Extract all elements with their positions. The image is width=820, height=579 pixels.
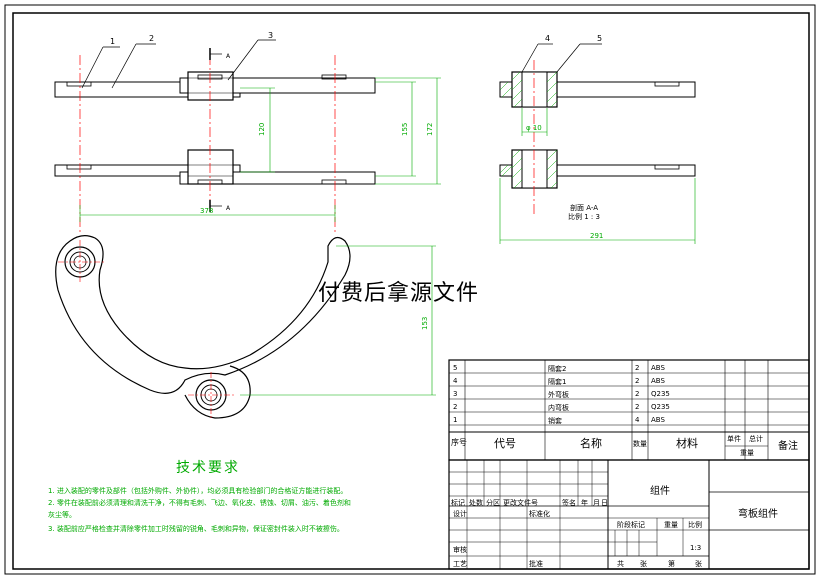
dim-phi10: φ 10 xyxy=(526,124,542,132)
front-view xyxy=(54,48,376,235)
bom-qty: 2 xyxy=(635,364,640,372)
tb-stage-mark: 阶段标记 xyxy=(617,521,645,529)
tech-line-3: 灰尘等。 xyxy=(48,511,76,519)
balloon-1: 1 xyxy=(110,37,115,46)
bom-name: 外弯板 xyxy=(548,391,569,399)
bom-no: 3 xyxy=(453,390,458,398)
bom-header-weight: 重量 xyxy=(740,449,754,457)
group-label: 组件 xyxy=(650,486,670,497)
bom-name: 内弯板 xyxy=(548,404,569,412)
section-label: 剖面 A-A xyxy=(570,203,598,212)
tech-line-1: 1. 进入装配的零件及部件（包括外购件、外协件），均必须具有检验部门的合格证方能… xyxy=(48,487,348,495)
bom-table xyxy=(448,359,810,461)
tb-design: 设计 xyxy=(453,510,467,518)
tb-review: 审核 xyxy=(453,546,467,554)
bom-material: ABS xyxy=(651,416,665,424)
bom-qty: 4 xyxy=(635,416,640,424)
bom-material: ABS xyxy=(651,364,665,372)
bom-name: 隔套2 xyxy=(548,365,567,373)
bom-qty: 2 xyxy=(635,377,640,385)
bom-no: 5 xyxy=(453,364,458,372)
tb-sheet-zhang2: 张 xyxy=(695,560,702,568)
bom-material: Q235 xyxy=(651,403,670,411)
tech-line-4: 3. 装配前应严格检查并清除零件加工时残留的锐角、毛刺和异物，保证密封件装入时不… xyxy=(48,525,344,533)
leaders xyxy=(81,39,602,89)
dim-291: 291 xyxy=(590,232,603,240)
section-mark-a-bottom: A xyxy=(226,205,231,212)
balloon-4: 4 xyxy=(545,34,550,43)
tb-year: 年 xyxy=(581,499,588,507)
section-mark-a-top: A xyxy=(226,53,231,60)
tb-standard: 标准化 xyxy=(529,510,550,518)
bom-header-name: 名称 xyxy=(580,437,602,450)
tb-count: 处数 xyxy=(469,499,483,507)
dim-155: 155 xyxy=(401,123,409,136)
bom-material: ABS xyxy=(651,377,665,385)
bom-header-qty: 数量 xyxy=(633,440,647,448)
bom-qty: 2 xyxy=(635,403,640,411)
dim-378: 378 xyxy=(200,207,213,215)
bom-name: 隔套1 xyxy=(548,378,567,386)
tb-process: 工艺 xyxy=(453,560,467,568)
balloon-5: 5 xyxy=(597,34,602,43)
tb-sheet-zhang: 张 xyxy=(640,560,647,568)
tb-scale: 比例 xyxy=(688,521,702,529)
front-dimensions xyxy=(79,77,441,222)
bom-qty: 2 xyxy=(635,390,640,398)
balloon-3: 3 xyxy=(268,31,273,40)
part-name: 弯板组件 xyxy=(738,509,778,520)
tech-line-2: 2. 零件在装配前必须清理和清洗干净，不得有毛刺、飞边、氧化皮、锈蚀、切屑、油污… xyxy=(48,499,351,507)
tb-sheet-total: 共 xyxy=(617,560,624,568)
tb-sheet-di: 第 xyxy=(668,560,675,568)
tb-docno: 更改文件号 xyxy=(503,499,538,507)
tb-zone: 分区 xyxy=(486,499,500,507)
balloon-2: 2 xyxy=(149,34,154,43)
dim-153: 153 xyxy=(421,317,429,330)
bom-header-total: 总计 xyxy=(749,435,763,443)
tb-month: 月 xyxy=(593,499,600,507)
tech-requirements-title: 技术要求 xyxy=(176,460,240,476)
bom-material: Q235 xyxy=(651,390,670,398)
dim-172: 172 xyxy=(426,123,434,136)
tb-approve: 批准 xyxy=(529,560,543,568)
bom-header-remark: 备注 xyxy=(778,441,798,452)
tb-weight: 重量 xyxy=(664,521,678,529)
tb-day: 日 xyxy=(601,499,608,507)
bom-header-material: 材料 xyxy=(676,437,698,450)
section-view xyxy=(499,60,696,244)
scale-label: 比例 1 : 3 xyxy=(568,212,600,221)
tb-sign: 签名 xyxy=(562,499,576,507)
bom-header-seq: 序号 xyxy=(451,438,467,447)
bom-no: 1 xyxy=(453,416,458,424)
bom-no: 4 xyxy=(453,377,458,385)
watermark-text: 付费后拿源文件 xyxy=(318,281,480,306)
bom-name: 销套 xyxy=(548,417,562,425)
title-block xyxy=(448,459,810,570)
bom-header-single: 单件 xyxy=(727,435,741,443)
bom-no: 2 xyxy=(453,403,458,411)
side-view xyxy=(55,235,436,419)
tb-scale-value: 1:3 xyxy=(690,544,702,552)
dim-120: 120 xyxy=(258,123,266,136)
tb-mark: 标记 xyxy=(451,499,465,507)
bom-header-code: 代号 xyxy=(494,437,516,450)
